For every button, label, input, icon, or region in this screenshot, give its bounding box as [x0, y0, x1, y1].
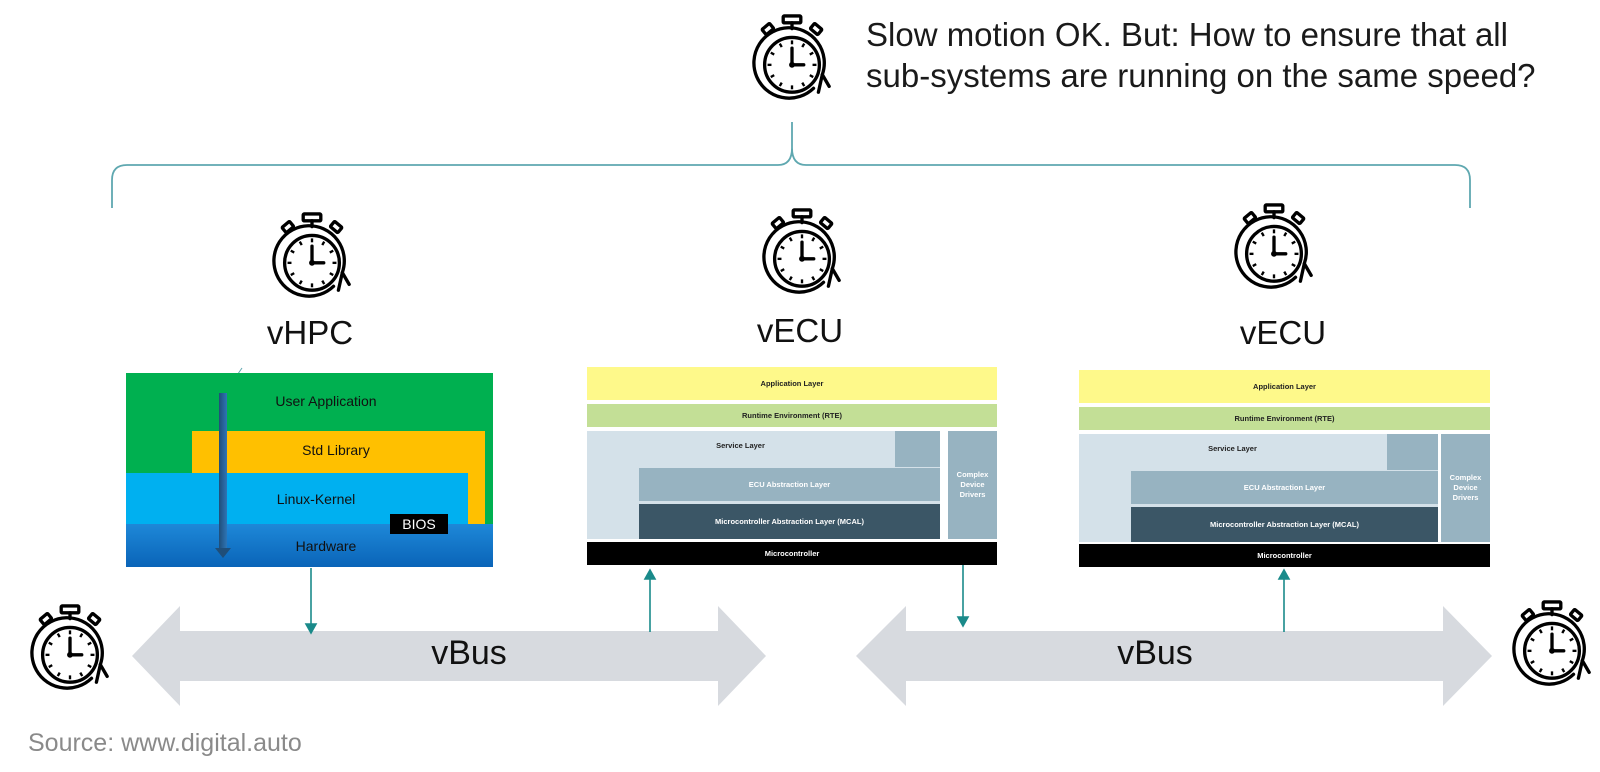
headline-line-2: sub-systems are running on the same spee…	[866, 57, 1536, 94]
source-caption: Source: www.digital.auto	[28, 729, 302, 757]
vecu-stack-1: Application Layer Runtime Environment (R…	[587, 367, 997, 565]
mcal-layer: Microcontroller Abstraction Layer (MCAL)	[1131, 507, 1438, 542]
vbus-arrow-left	[132, 606, 766, 706]
application-layer: Application Layer	[587, 367, 997, 400]
mcal-layer: Microcontroller Abstraction Layer (MCAL)	[639, 504, 940, 539]
vhpc-stack: User Application Std Library Linux-Kerne…	[126, 373, 493, 567]
ecu-abstraction-layer: ECU Abstraction Layer	[639, 468, 940, 501]
vbus-label-left: vBus	[431, 634, 507, 672]
service-layer: Service Layer	[1208, 444, 1257, 453]
service-layer: Service Layer	[716, 441, 765, 450]
ecu-abstraction-layer: ECU Abstraction Layer	[1131, 471, 1438, 504]
stack-arrow	[219, 393, 227, 553]
headline: Slow motion OK. But: How to ensure that …	[866, 14, 1566, 96]
user-application-label: User Application	[275, 393, 377, 409]
system-title-vecu-2: vECU	[1239, 314, 1327, 351]
vecu-stack-2: Application Layer Runtime Environment (R…	[1079, 370, 1490, 567]
microcontroller-layer: Microcontroller	[1079, 544, 1490, 567]
rte-layer: Runtime Environment (RTE)	[587, 404, 997, 427]
microcontroller-layer: Microcontroller	[587, 542, 997, 565]
ecu-abstraction-corner	[1387, 434, 1438, 470]
complex-device-drivers: Complex Device Drivers	[1441, 434, 1490, 542]
system-title-vecu-1: vECU	[756, 312, 844, 349]
application-layer: Application Layer	[1079, 370, 1490, 403]
linux-kernel-label: Linux-Kernel	[276, 491, 356, 507]
hardware-label: Hardware	[295, 538, 357, 554]
curly-bracket	[111, 122, 1471, 208]
ecu-abstraction-corner	[895, 431, 940, 467]
system-title-vhpc: vHPC	[266, 314, 354, 351]
std-library-label: Std Library	[302, 442, 370, 458]
vbus-arrow-right	[856, 606, 1492, 706]
vbus-label-right: vBus	[1117, 634, 1193, 672]
rte-layer: Runtime Environment (RTE)	[1079, 407, 1490, 430]
stack-arrow-tip	[215, 548, 231, 558]
bios-badge: BIOS	[390, 514, 448, 534]
complex-device-drivers: Complex Device Drivers	[948, 431, 997, 539]
headline-line-1: Slow motion OK. But: How to ensure that …	[866, 16, 1508, 53]
